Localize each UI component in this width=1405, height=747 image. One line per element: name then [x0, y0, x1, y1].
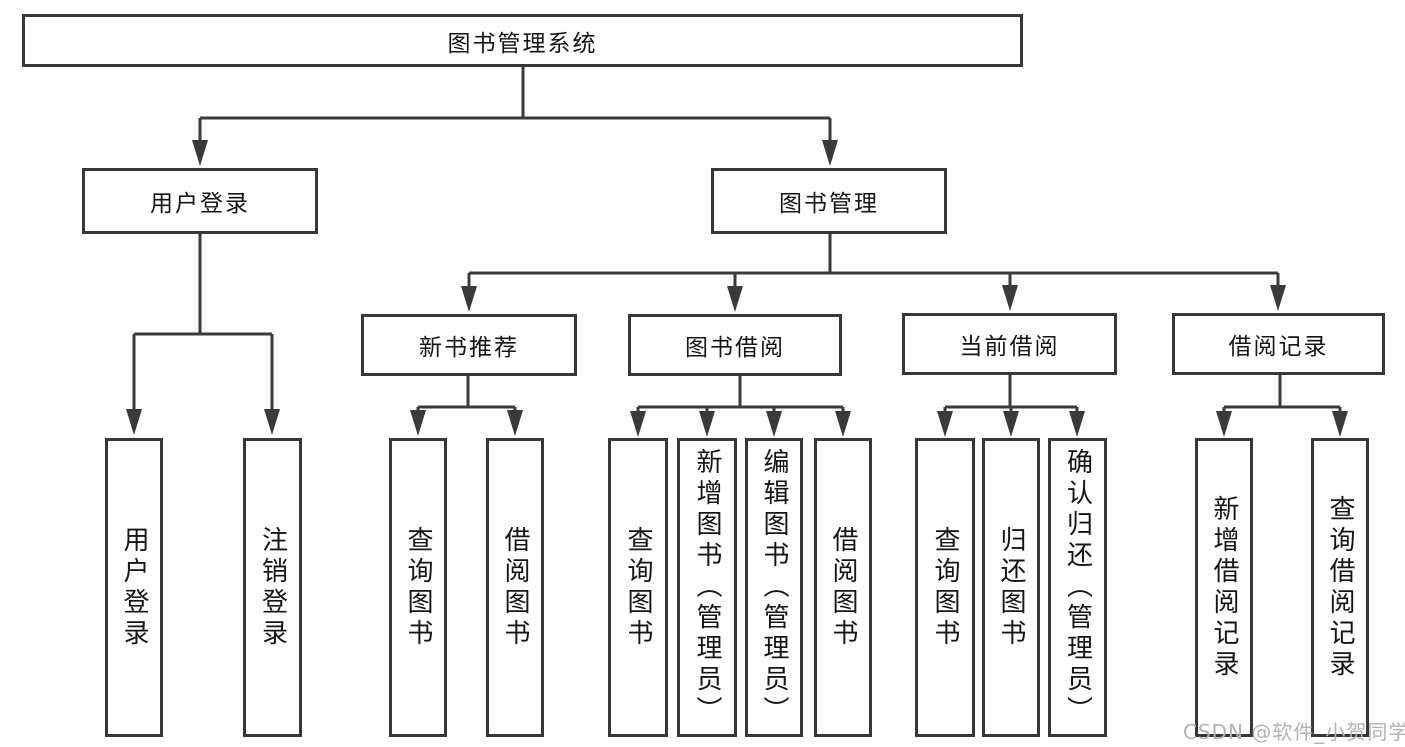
node-label: 用户登录 [150, 191, 250, 217]
arrow-down-icon [192, 140, 208, 166]
arrow-down-icon [1216, 411, 1232, 437]
leaf-records-query-record: 查询借阅记录 [1311, 438, 1369, 737]
arrow-down-icon [126, 409, 142, 435]
node-label: 图书管理系统 [447, 30, 598, 57]
leaf-current-confirm-return-admin: 确认归还（管理员） [1048, 438, 1107, 737]
arrow-down-icon [507, 410, 523, 436]
leaf-current-return-books: 归还图书 [982, 438, 1040, 737]
node-label: 图书借阅 [685, 335, 785, 361]
arrow-down-icon [461, 286, 477, 312]
arrow-down-icon [727, 286, 743, 312]
arrow-down-icon [699, 411, 715, 437]
leaf-current-query-books: 查询图书 [915, 438, 975, 737]
arrow-down-icon [1002, 285, 1018, 311]
node-current-borrowing: 当前借阅 [902, 313, 1117, 375]
leaf-borrowing-borrow-books: 借阅图书 [814, 438, 872, 737]
leaf-borrowing-edit-books-admin: 编辑图书（管理员） [745, 438, 803, 737]
arrow-down-icon [766, 411, 782, 437]
arrow-down-icon [410, 410, 426, 436]
node-new-book-recommend: 新书推荐 [361, 314, 577, 376]
leaf-records-add-record: 新增借阅记录 [1195, 438, 1253, 737]
arrow-down-icon [630, 411, 646, 437]
arrow-down-icon [264, 409, 280, 435]
arrow-down-icon [822, 140, 838, 166]
arrow-down-icon [835, 411, 851, 437]
leaf-recommend-query-books: 查询图书 [389, 438, 447, 737]
csdn-watermark: CSDN @软件_小贺同学 [1183, 720, 1405, 744]
node-borrowing-records: 借阅记录 [1172, 313, 1385, 375]
leaf-user-login: 用户登录 [105, 438, 163, 737]
leaf-recommend-borrow-books: 借阅图书 [486, 438, 544, 737]
arrow-down-icon [937, 411, 953, 437]
node-label: 当前借阅 [959, 334, 1060, 360]
arrow-down-icon [1270, 285, 1286, 311]
node-label: 图书管理 [779, 191, 879, 217]
arrow-down-icon [1003, 411, 1019, 437]
arrow-down-icon [1332, 411, 1348, 437]
node-book-borrowing: 图书借阅 [628, 314, 842, 376]
leaf-logout: 注销登录 [243, 438, 302, 737]
leaf-borrowing-add-books-admin: 新增图书（管理员） [677, 438, 737, 737]
node-book-management: 图书管理 [711, 168, 947, 234]
node-label: 新书推荐 [419, 335, 519, 361]
leaf-borrowing-query-books: 查询图书 [608, 438, 668, 737]
node-label: 借阅记录 [1228, 334, 1329, 360]
arrow-down-icon [1069, 411, 1085, 437]
node-root-system: 图书管理系统 [22, 14, 1023, 67]
node-user-login: 用户登录 [82, 168, 318, 234]
